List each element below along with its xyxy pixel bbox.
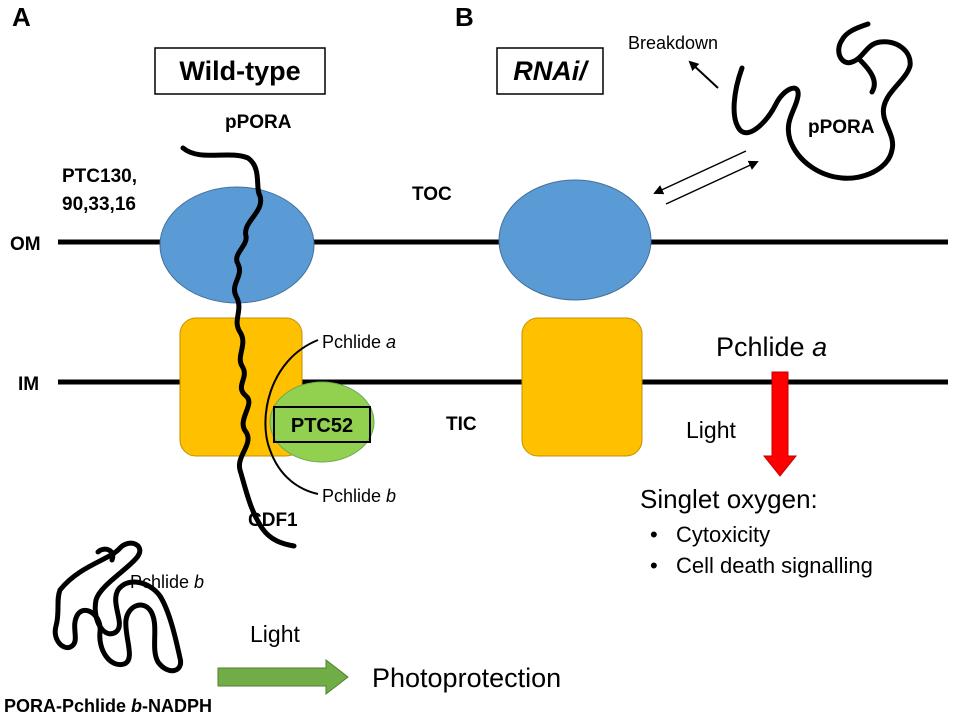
wild-type-label: Wild-type (179, 56, 300, 86)
light-label-a: Light (250, 621, 300, 647)
rnai-box: RNAi/ (496, 47, 604, 95)
toc-label: TOC (412, 184, 452, 205)
breakdown-arrow (688, 60, 719, 89)
ptc52-box (273, 406, 371, 443)
ppora-coil-b (731, 21, 913, 181)
tic-complex-b (521, 317, 643, 457)
toc-complex-b (498, 179, 652, 301)
wild-type-box: Wild-type (154, 47, 326, 95)
red-arrow (762, 371, 798, 477)
effect-bullet-2: • (650, 553, 658, 578)
tic-label: TIC (446, 414, 477, 435)
green-arrow (217, 658, 349, 696)
singlet-oxygen-label: Singlet oxygen: (640, 484, 818, 514)
rnai-label: RNAi/ (513, 56, 589, 86)
ptc52-label: PTC52 (291, 415, 353, 437)
ppora-label-b: pPORA (808, 117, 875, 138)
breakdown-label: Breakdown (628, 33, 718, 53)
om-label: OM (10, 234, 41, 255)
ptc-label-line1: PTC130, (62, 166, 137, 187)
import-arrow-out (665, 160, 759, 205)
effect-bullet-1: • (650, 522, 658, 547)
panel-b-letter: B (455, 2, 474, 32)
ppora-chain-a (180, 145, 297, 549)
pchlide-a-label-a: Pchlide a (322, 332, 396, 352)
ppora-label-a: pPORA (225, 112, 292, 133)
complex-pchlide-b-label: Pchlide b (130, 572, 204, 592)
ptc-label-line2: 90,33,16 (62, 194, 136, 215)
panel-a-letter: A (12, 2, 31, 32)
import-arrow-in (653, 150, 747, 195)
complex-name-label: PORA-Pchlide b-NADPH (4, 696, 212, 716)
cdf1-label: CDF1 (248, 510, 298, 531)
pchlide-arc (264, 339, 319, 495)
effect-item-cell-death: Cell death signalling (676, 553, 873, 578)
effect-item-cytoxicity: Cytoxicity (676, 522, 770, 547)
pora-complex-coil (52, 540, 184, 674)
light-label-b: Light (686, 417, 736, 443)
photoprotection-label: Photoprotection (372, 663, 561, 693)
pchlide-a-label-b: Pchlide a (716, 332, 827, 362)
im-label: IM (18, 374, 39, 395)
pchlide-b-label-a: Pchlide b (322, 486, 396, 506)
